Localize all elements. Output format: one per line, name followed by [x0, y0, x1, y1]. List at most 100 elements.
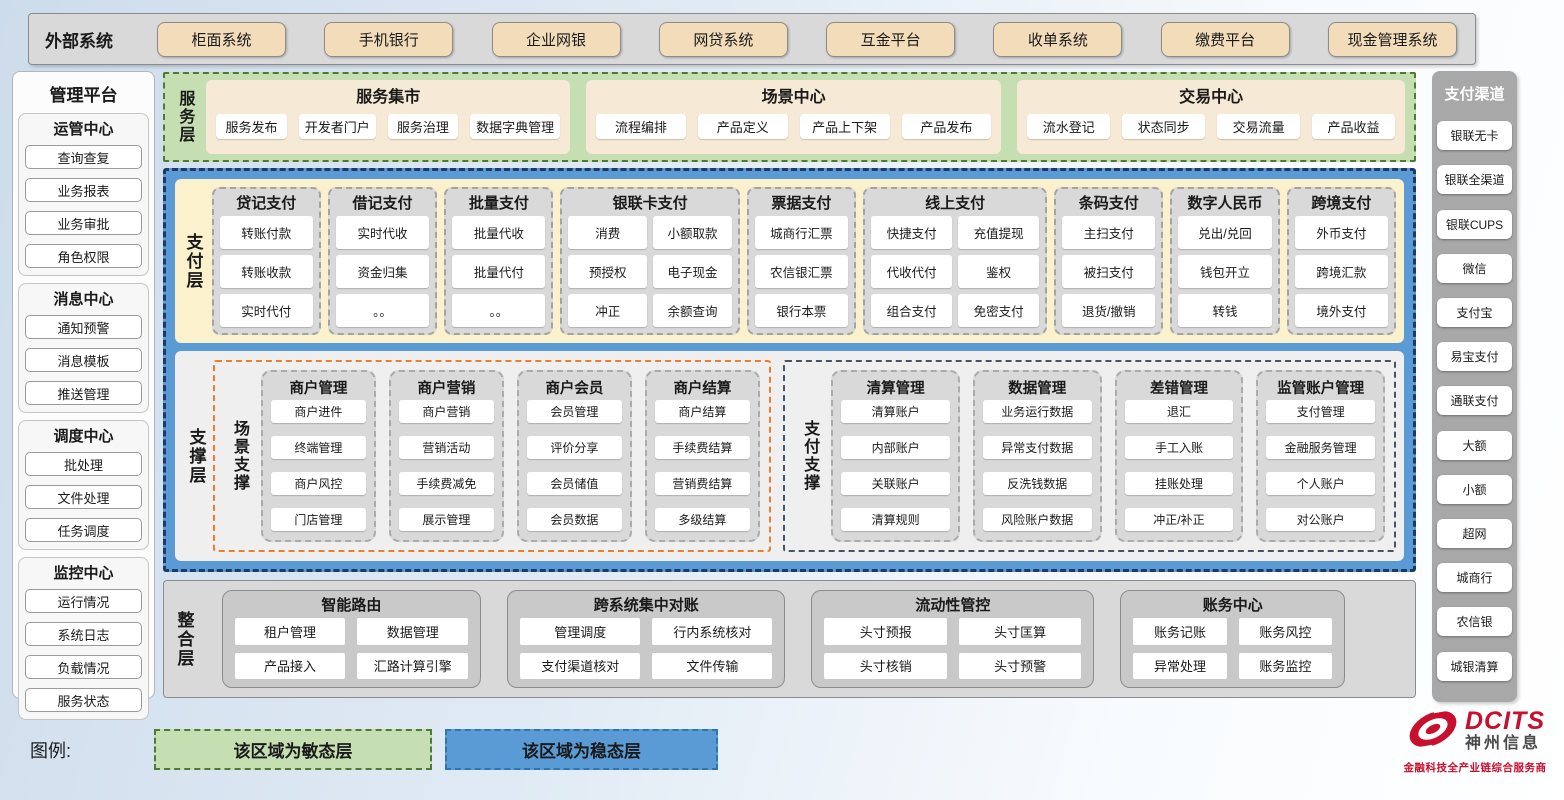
payment-item-button[interactable]: 小额取款: [653, 216, 732, 249]
external-system-button[interactable]: 手机银行: [324, 21, 454, 57]
payment-item-button[interactable]: 实时代收: [335, 216, 430, 249]
support-item-button[interactable]: 评价分享: [526, 436, 622, 459]
service-item-button[interactable]: 产品收益: [1312, 114, 1396, 139]
integration-item-button[interactable]: 头寸预报: [824, 618, 947, 645]
service-item-button[interactable]: 服务发布: [216, 114, 287, 139]
payment-channel-button[interactable]: 农信银: [1437, 607, 1512, 637]
payment-item-button[interactable]: 消费: [568, 216, 648, 249]
payment-channel-button[interactable]: 支付宝: [1437, 298, 1512, 328]
payment-item-button[interactable]: 被扫支付: [1062, 255, 1156, 288]
management-item-button[interactable]: 角色权限: [25, 244, 142, 268]
support-item-button[interactable]: 会员储值: [526, 472, 622, 495]
payment-channel-button[interactable]: 城银清算: [1437, 651, 1512, 681]
external-system-button[interactable]: 柜面系统: [157, 21, 286, 57]
payment-item-button[interactable]: 代收代付: [871, 255, 953, 288]
support-item-button[interactable]: 异常支付数据: [982, 436, 1092, 459]
support-item-button[interactable]: 业务运行数据: [982, 400, 1092, 423]
payment-item-button[interactable]: 批量代收: [452, 216, 546, 249]
integration-item-button[interactable]: 文件传输: [652, 652, 773, 679]
management-item-button[interactable]: 运行情况: [25, 589, 142, 613]
payment-item-button[interactable]: 。。: [452, 294, 546, 327]
integration-item-button[interactable]: 数据管理: [357, 618, 469, 645]
payment-item-button[interactable]: 跨境汇款: [1294, 255, 1388, 288]
payment-item-button[interactable]: 鉴权: [958, 255, 1040, 288]
payment-item-button[interactable]: 实时代付: [219, 294, 313, 327]
external-system-button[interactable]: 收单系统: [993, 21, 1123, 57]
support-item-button[interactable]: 展示管理: [398, 508, 494, 531]
integration-item-button[interactable]: 支付渠道核对: [520, 652, 641, 679]
payment-channel-button[interactable]: 微信: [1437, 253, 1512, 283]
payment-channel-button[interactable]: 银联CUPS: [1437, 209, 1512, 239]
payment-channel-button[interactable]: 银联全渠道: [1437, 165, 1512, 195]
service-item-button[interactable]: 状态同步: [1122, 114, 1206, 139]
payment-item-button[interactable]: 钱包开立: [1178, 255, 1272, 288]
support-item-button[interactable]: 手续费结算: [654, 436, 750, 459]
support-item-button[interactable]: 个人账户: [1266, 472, 1375, 495]
payment-item-button[interactable]: 外币支付: [1294, 216, 1388, 249]
integration-item-button[interactable]: 管理调度: [520, 618, 641, 645]
support-item-button[interactable]: 商户结算: [654, 400, 750, 423]
payment-item-button[interactable]: 资金归集: [335, 255, 430, 288]
payment-item-button[interactable]: 转钱: [1178, 294, 1272, 327]
payment-item-button[interactable]: 组合支付: [871, 294, 953, 327]
payment-item-button[interactable]: 城商行汇票: [754, 216, 849, 249]
service-item-button[interactable]: 产品上下架: [799, 114, 890, 139]
support-item-button[interactable]: 反洗钱数据: [982, 472, 1092, 495]
payment-item-button[interactable]: 充值提现: [958, 216, 1040, 249]
support-item-button[interactable]: 支付管理: [1266, 400, 1375, 423]
payment-item-button[interactable]: 批量代付: [452, 255, 546, 288]
support-item-button[interactable]: 内部账户: [841, 436, 950, 459]
payment-channel-button[interactable]: 城商行: [1437, 563, 1512, 593]
payment-item-button[interactable]: 兑出/兑回: [1178, 216, 1272, 249]
management-item-button[interactable]: 服务状态: [25, 688, 142, 712]
service-item-button[interactable]: 交易流量: [1217, 114, 1301, 139]
support-item-button[interactable]: 手续费减免: [398, 472, 494, 495]
payment-item-button[interactable]: 境外支付: [1294, 294, 1388, 327]
payment-item-button[interactable]: 转账付款: [219, 216, 313, 249]
integration-item-button[interactable]: 头寸预警: [958, 652, 1082, 679]
management-item-button[interactable]: 业务报表: [25, 178, 142, 202]
management-item-button[interactable]: 负载情况: [25, 655, 142, 679]
service-item-button[interactable]: 流水登记: [1027, 114, 1111, 139]
payment-channel-button[interactable]: 小额: [1437, 474, 1512, 504]
management-item-button[interactable]: 系统日志: [25, 622, 142, 646]
payment-item-button[interactable]: 余额查询: [653, 294, 732, 327]
support-item-button[interactable]: 清算规则: [841, 508, 950, 531]
integration-item-button[interactable]: 产品接入: [234, 652, 346, 679]
service-item-button[interactable]: 产品定义: [697, 114, 788, 139]
management-item-button[interactable]: 业务审批: [25, 211, 142, 235]
external-system-button[interactable]: 互金平台: [826, 21, 956, 57]
payment-item-button[interactable]: 快捷支付: [871, 216, 953, 249]
support-item-button[interactable]: 商户风控: [270, 472, 366, 495]
external-system-button[interactable]: 现金管理系统: [1327, 21, 1457, 57]
support-item-button[interactable]: 多级结算: [654, 508, 750, 531]
payment-item-button[interactable]: 免密支付: [958, 294, 1040, 327]
support-item-button[interactable]: 商户进件: [270, 400, 366, 423]
management-item-button[interactable]: 查询查复: [25, 145, 142, 169]
management-item-button[interactable]: 推送管理: [25, 381, 142, 405]
management-item-button[interactable]: 消息模板: [25, 348, 142, 372]
service-item-button[interactable]: 产品发布: [901, 114, 992, 139]
support-item-button[interactable]: 营销活动: [398, 436, 494, 459]
payment-item-button[interactable]: 农信银汇票: [754, 255, 849, 288]
payment-item-button[interactable]: 冲正: [568, 294, 648, 327]
integration-item-button[interactable]: 头寸核销: [824, 652, 947, 679]
payment-item-button[interactable]: 银行本票: [754, 294, 849, 327]
external-system-button[interactable]: 缴费平台: [1160, 21, 1290, 57]
payment-channel-button[interactable]: 大额: [1437, 430, 1512, 460]
integration-item-button[interactable]: 行内系统核对: [652, 618, 773, 645]
payment-item-button[interactable]: 主扫支付: [1062, 216, 1156, 249]
integration-item-button[interactable]: 汇路计算引擎: [357, 652, 469, 679]
integration-item-button[interactable]: 头寸匡算: [958, 618, 1082, 645]
support-item-button[interactable]: 关联账户: [841, 472, 950, 495]
support-item-button[interactable]: 风险账户数据: [982, 508, 1092, 531]
support-item-button[interactable]: 金融服务管理: [1266, 436, 1375, 459]
integration-item-button[interactable]: 账务记账: [1133, 618, 1227, 645]
payment-item-button[interactable]: 预授权: [568, 255, 648, 288]
management-item-button[interactable]: 批处理: [25, 452, 142, 476]
support-item-button[interactable]: 营销费结算: [654, 472, 750, 495]
payment-channel-button[interactable]: 通联支付: [1437, 386, 1512, 416]
support-item-button[interactable]: 会员数据: [526, 508, 622, 531]
management-item-button[interactable]: 文件处理: [25, 485, 142, 509]
support-item-button[interactable]: 终端管理: [270, 436, 366, 459]
